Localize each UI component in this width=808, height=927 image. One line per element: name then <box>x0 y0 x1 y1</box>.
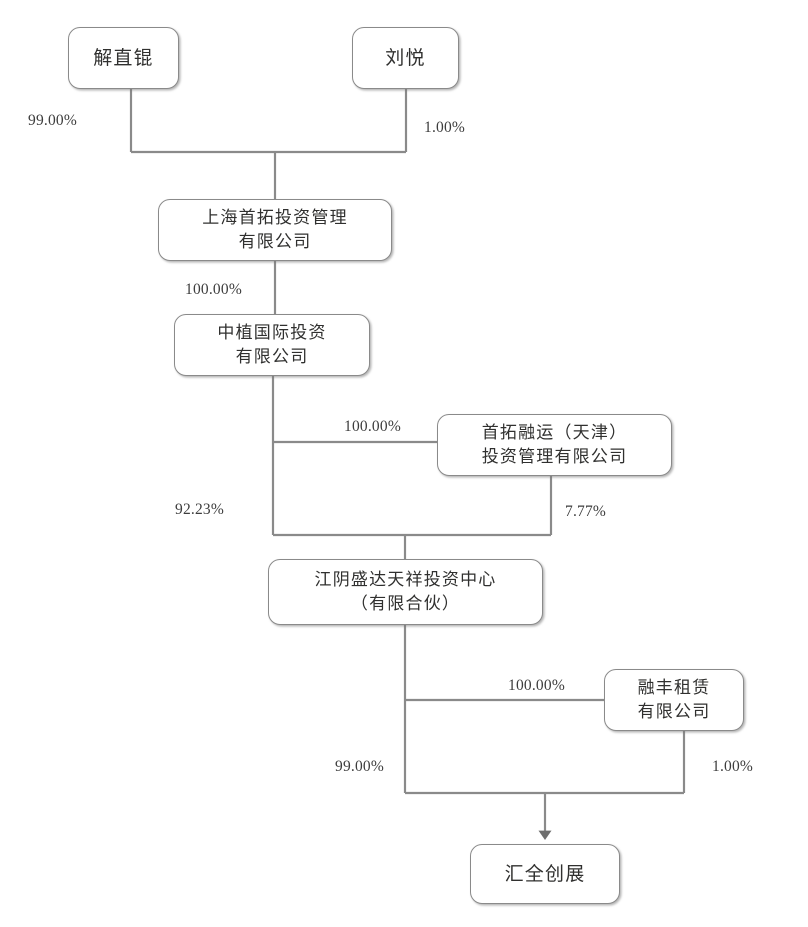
node-label-line: 解直锟 <box>93 46 154 69</box>
node-shanghai-shoutuo[interactable]: 上海首拓投资管理有限公司 <box>158 199 392 261</box>
node-label-line: 汇全创展 <box>504 862 586 885</box>
node-label-line: 中植国际投资 <box>217 322 327 343</box>
edge-percent-label: 100.00% <box>344 418 401 435</box>
node-label-line: 有限公司 <box>235 347 309 367</box>
node-label-line: 投资管理有限公司 <box>481 447 628 467</box>
edge-percent-label: 99.00% <box>335 758 384 775</box>
connector-arrowheads <box>538 830 552 840</box>
node-label-line: （有限合伙） <box>350 594 461 614</box>
edge-percent-label: 7.77% <box>565 503 607 520</box>
node-xie-zhikun[interactable]: 解直锟 <box>68 27 179 89</box>
node-label-line: 首拓融运（天津） <box>481 422 628 443</box>
node-label-line: 上海首拓投资管理 <box>202 207 348 228</box>
node-label-line: 融丰租赁 <box>637 677 711 698</box>
edge-percent-label: 92.23% <box>175 501 224 518</box>
node-label-line: 有限公司 <box>637 702 711 722</box>
edge-percent-label: 1.00% <box>424 119 466 136</box>
node-liu-yue[interactable]: 刘悦 <box>352 27 459 89</box>
node-label-line: 有限公司 <box>238 232 312 252</box>
edge-percent-label: 1.00% <box>712 758 754 775</box>
node-jiangyin-shengda[interactable]: 江阴盛达天祥投资中心 （有限合伙） <box>268 559 543 625</box>
connector-paths <box>129 89 686 836</box>
node-huiquan-chuangzhan[interactable]: 汇全创展 <box>470 844 620 904</box>
arrowhead-icon <box>538 830 552 840</box>
node-shoutuo-rongyun[interactable]: 首拓融运（天津） 投资管理有限公司 <box>437 414 672 476</box>
node-label-line: 刘悦 <box>385 46 426 69</box>
edge-percent-label: 100.00% <box>185 281 242 298</box>
edge-percent-label: 99.00% <box>28 112 77 129</box>
node-zhongzhi-guoji[interactable]: 中植国际投资有限公司 <box>174 314 370 376</box>
node-rongfeng-zulin[interactable]: 融丰租赁有限公司 <box>604 669 744 731</box>
edge-percent-label: 100.00% <box>508 677 565 694</box>
node-label-line: 江阴盛达天祥投资中心 <box>314 569 497 590</box>
